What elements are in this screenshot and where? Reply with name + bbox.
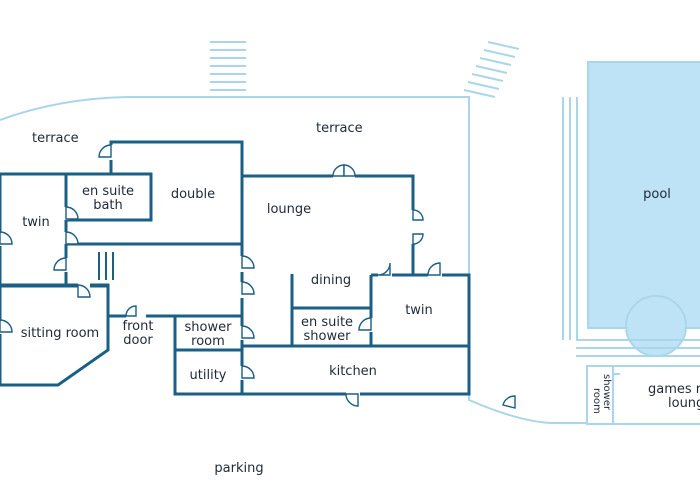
label-en-suite-shower-2: shower [304,329,352,344]
house-walls [0,140,471,396]
terrace-steps-left [210,41,246,91]
pool-house [586,365,700,425]
label-games-room-2: lounge [668,396,700,411]
label-en-suite-bath-2: bath [93,198,123,213]
label-twin-left: twin [22,215,50,230]
label-parking: parking [214,461,263,476]
label-terrace-top: terrace [316,121,363,136]
terrace-outline [0,96,587,424]
hall-marks [98,252,114,280]
label-en-suite-bath-1: en suite [82,184,134,199]
label-sitting-room: sitting room [21,326,99,341]
label-games-room-1: games room [648,382,700,397]
label-pool-shower-1: shower [601,374,612,411]
label-pool: pool [643,187,671,202]
label-front-door-1: front [123,319,154,334]
label-twin-right: twin [405,303,433,318]
label-lounge: lounge [267,202,311,217]
label-dining: dining [311,273,351,288]
doors [0,144,516,409]
label-shower-room-2: room [191,334,225,349]
pool-steps [562,97,578,340]
label-terrace-left: terrace [32,131,79,146]
label-shower-room-1: shower [185,320,233,335]
label-front-door-2: door [123,333,153,348]
label-utility: utility [190,368,227,383]
label-kitchen: kitchen [329,364,377,379]
terrace-steps-diagonal [463,41,520,98]
label-pool-shower-2: room [591,388,602,414]
label-en-suite-shower-1: en suite [301,315,353,330]
label-double: double [171,187,215,202]
